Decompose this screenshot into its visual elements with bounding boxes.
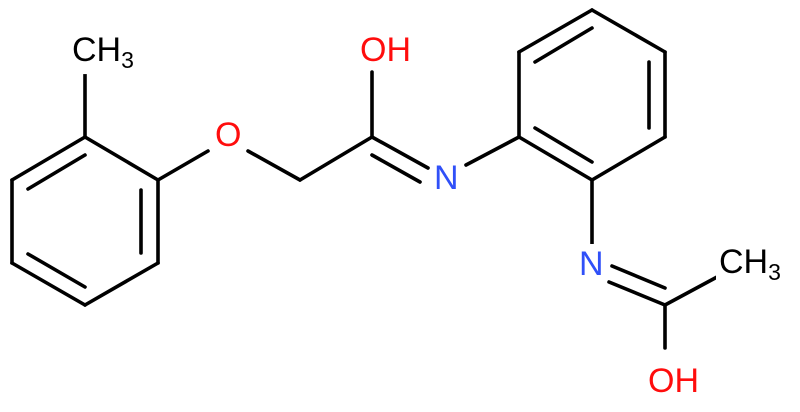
atom-methyl-right: CH3 [719, 243, 781, 285]
bond-right-ring-3 [590, 8, 667, 54]
bond-carbon-to-imine-n-top [370, 135, 430, 170]
atom-methyl-top-symbol: CH [72, 31, 121, 69]
bond-imine-n-bottom-to-carbon-double [610, 264, 667, 290]
atom-methyl-right-subscript: 3 [768, 259, 781, 285]
bond-right-ring-5 [590, 135, 667, 182]
bond-ether-o-to-ch2 [246, 149, 302, 182]
bond-imine-n-bottom-to-carbon [607, 280, 667, 307]
bond-carbon-to-methyl-right [663, 275, 719, 307]
bond-left-ring-1 [10, 135, 87, 182]
bond-ch2-to-carbon [298, 135, 374, 182]
bond-right-ring-6 [517, 135, 594, 182]
atom-methyl-top: CH3 [72, 31, 134, 73]
bond-ring-to-ether-o [156, 149, 210, 182]
bond-right-ring-inner-3 [533, 126, 594, 164]
atom-imine-n-bottom: N [579, 245, 604, 283]
atom-label-background [69, 29, 137, 75]
atom-label-background [645, 360, 702, 401]
atom-label-background [716, 241, 784, 287]
bond-left-ring-inner-1 [26, 153, 87, 191]
bond-left-ring-5 [10, 261, 87, 307]
atom-label-background [212, 114, 245, 155]
left-benzene-ring [10, 135, 160, 307]
atom-methyl-top-subscript: 3 [121, 47, 134, 73]
atom-hydroxyl-bottom: OH [648, 362, 699, 400]
bond-left-ring-inner-3 [26, 252, 87, 289]
atom-label-background [576, 243, 607, 284]
atom-methyl-right-symbol: CH [719, 243, 768, 281]
bond-left-ring-4 [83, 261, 160, 307]
atom-hydroxyl-top: OH [360, 31, 411, 69]
bond-imine-n-top-to-ring [464, 135, 521, 167]
atom-imine-n-top: N [434, 159, 459, 197]
bond-right-ring-inner-1 [533, 26, 594, 64]
atom-label-background [431, 157, 462, 198]
atom-ether-o: O [215, 116, 241, 154]
bond-right-ring-2 [517, 8, 594, 54]
bond-left-ring-2 [83, 135, 160, 182]
atom-label-background [357, 29, 414, 70]
right-benzene-ring [517, 8, 667, 182]
bond-carbon-to-imine-n-top-double [370, 153, 422, 184]
